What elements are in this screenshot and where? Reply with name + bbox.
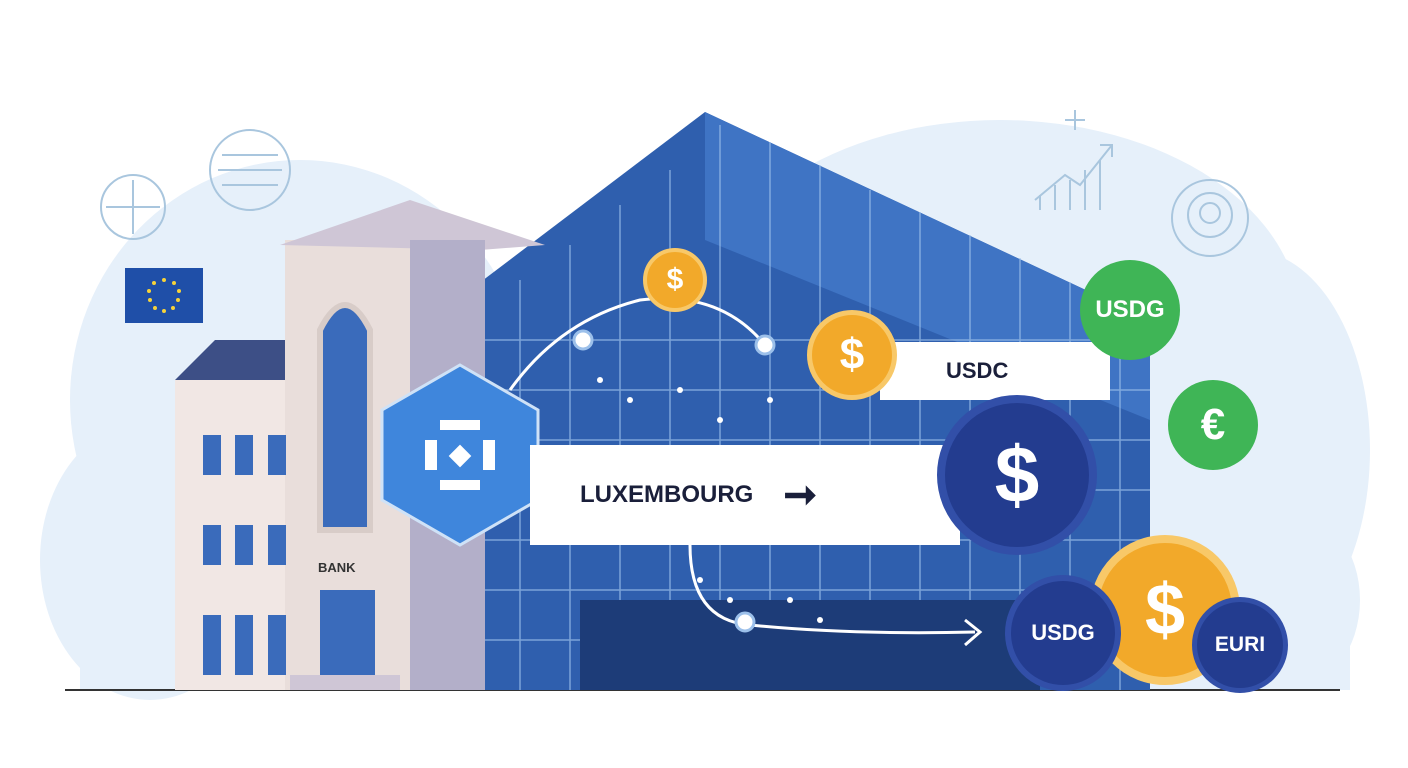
- big-dollar-coin: $: [937, 395, 1097, 555]
- usdc-banner: USDC: [880, 342, 1110, 400]
- euro-coin: €: [1168, 380, 1258, 470]
- network-paths: [508, 296, 983, 647]
- arrow-right-icon: ➞: [783, 473, 817, 517]
- eu-flag: [125, 268, 203, 323]
- rose-icon: [1171, 179, 1249, 257]
- usdc-dollar-coin: $: [807, 310, 897, 400]
- luxembourg-banner: LUXEMBOURG ➞: [530, 445, 960, 545]
- document-circle-icon: [209, 129, 291, 211]
- bank-building: [175, 200, 545, 690]
- usdc-label: USDC: [946, 358, 1009, 383]
- luxembourg-label: LUXEMBOURG: [580, 481, 754, 508]
- chart-growth-icon: [1034, 144, 1113, 210]
- euri-coin: EURI: [1192, 597, 1288, 693]
- sparkle-icon: [1065, 110, 1085, 130]
- blockchain-hexagon-logo: [380, 363, 540, 547]
- dollar-coin-small: $: [643, 248, 707, 312]
- bank-sign: BANK: [318, 560, 356, 575]
- usdg-green-coin: USDG: [1080, 260, 1180, 360]
- usdg-navy-coin: USDG: [1005, 575, 1121, 691]
- cross-circle-icon: [100, 174, 166, 240]
